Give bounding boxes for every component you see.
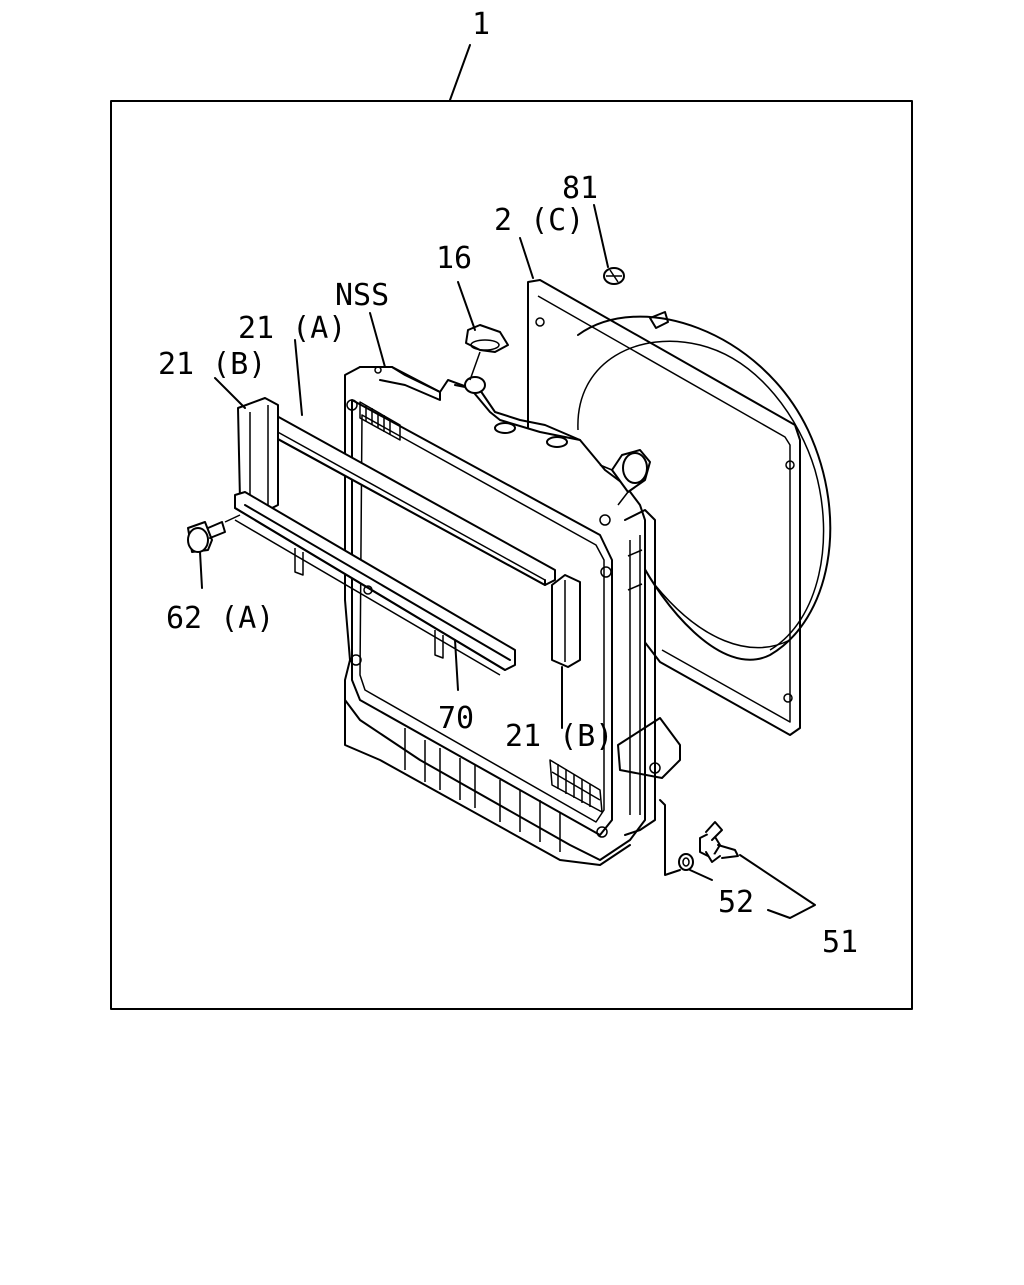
leader-nss [369, 312, 386, 368]
callout-2c: 2 (C) [494, 203, 584, 238]
callout-1: 1 [472, 7, 490, 42]
leader-81 [593, 204, 609, 268]
callout-70: 70 [438, 701, 474, 736]
drain-plug-51 [699, 821, 739, 863]
washer-52 [678, 853, 694, 871]
leader-16 [457, 281, 476, 331]
leader-62a [199, 551, 203, 589]
callout-51: 51 [822, 925, 858, 960]
assembly-frame [110, 100, 913, 1010]
callout-62a: 62 (A) [166, 601, 274, 636]
leader-70 [454, 639, 459, 691]
leader-drain-axis [659, 799, 681, 876]
callout-16: 16 [436, 241, 472, 276]
side-bracket-21b-right [551, 574, 581, 668]
leader-1 [449, 44, 471, 101]
callout-52: 52 [718, 885, 754, 920]
bolt-62a [187, 514, 241, 553]
bolt-81 [603, 267, 625, 285]
leader-51 [739, 854, 816, 919]
callout-21b-left: 21 (B) [158, 347, 266, 382]
baffle-plate-21a [264, 414, 556, 586]
leader-2c [519, 237, 534, 279]
radiator-cap-16 [465, 324, 509, 381]
radiator [344, 366, 681, 866]
callout-21a: 21 (A) [238, 311, 346, 346]
leader-21b-left [214, 377, 246, 409]
leader-52 [689, 869, 713, 881]
leader-21a [294, 339, 303, 416]
callout-21b-right: 21 (B) [505, 719, 613, 754]
callout-81: 81 [562, 171, 598, 206]
callout-nss: NSS [335, 278, 389, 313]
